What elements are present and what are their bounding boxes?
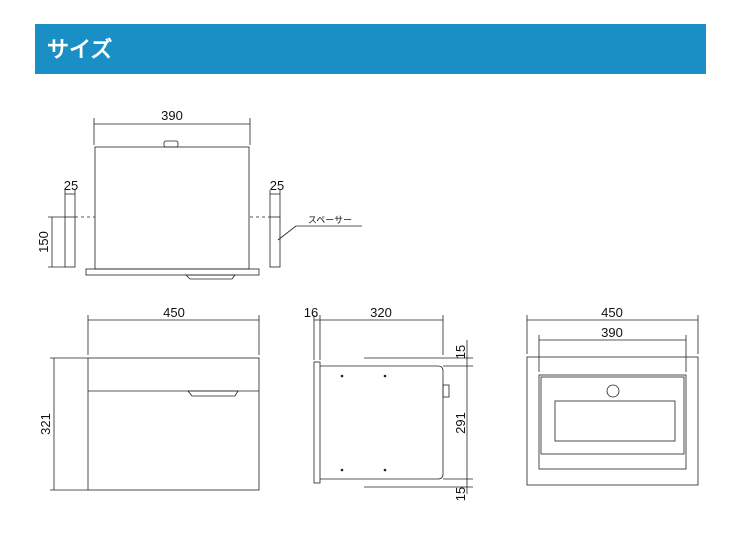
side-top-gap-label: 15: [453, 345, 468, 359]
side-body: [320, 365, 444, 480]
spacer-callout-label: スペーサー: [308, 215, 352, 225]
spacer-right-width-label: 25: [270, 178, 284, 193]
back-lock-hole: [606, 384, 620, 398]
top-width-label: 390: [161, 108, 183, 123]
front-view: [50, 315, 260, 491]
top-body: [94, 146, 250, 270]
back-outer-width-label: 450: [601, 305, 623, 320]
spacer-right: [269, 216, 281, 268]
top-height-label: 150: [36, 231, 51, 253]
top-knob: [163, 140, 179, 148]
side-front-panel: [313, 361, 321, 484]
side-depth-label: 320: [370, 305, 392, 320]
back-view: [526, 315, 699, 486]
section-title: サイズ: [47, 38, 113, 63]
back-outer-frame: [526, 356, 699, 486]
back-inner-width-label: 390: [601, 325, 623, 340]
top-base-plate: [85, 268, 260, 276]
front-handle: [187, 390, 239, 397]
front-width-label: 450: [163, 305, 185, 320]
side-bottom-gap-label: 15: [453, 487, 468, 501]
spacer-left: [64, 216, 76, 268]
side-view: [313, 315, 473, 494]
side-inner-height-label: 291: [453, 412, 468, 434]
top-view: [48, 118, 362, 280]
front-height-label: 321: [38, 413, 53, 435]
back-window: [554, 400, 676, 442]
back-inner-frame: [538, 374, 687, 470]
side-thickness-label: 16: [304, 305, 318, 320]
front-body: [87, 357, 260, 491]
top-handle: [185, 274, 236, 280]
side-knob: [442, 384, 450, 398]
section-header-banner: サイズ: [35, 24, 706, 74]
back-plate: [540, 376, 685, 455]
spacer-left-width-label: 25: [64, 178, 78, 193]
